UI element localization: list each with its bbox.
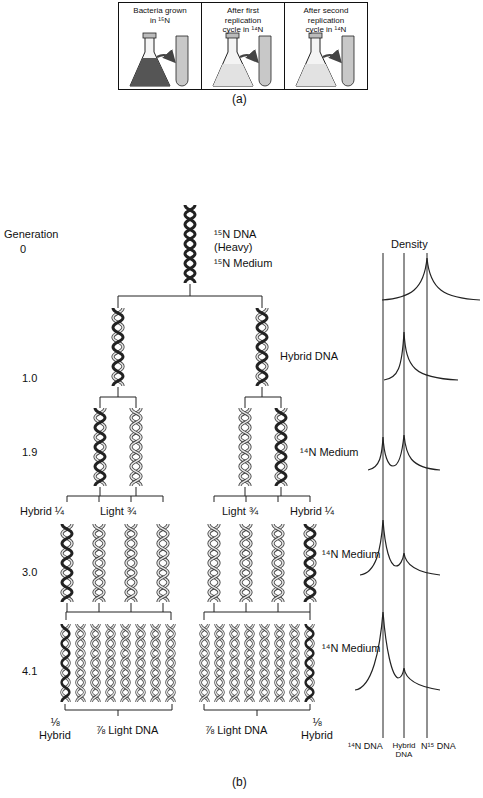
- axis-title: Density: [391, 238, 428, 251]
- light-dna: [92, 624, 100, 702]
- flask: [296, 37, 336, 86]
- hybrid-dna: [62, 624, 70, 702]
- density-curve: [360, 520, 440, 575]
- test-tube: [176, 36, 188, 86]
- light-dna: [231, 624, 239, 702]
- hybrid-dna: [113, 308, 123, 386]
- light-dna: [94, 524, 104, 602]
- light-dna: [201, 624, 209, 702]
- flask-set: [130, 33, 188, 86]
- generation-number: 1.9: [22, 446, 37, 459]
- fraction-label: ⅞ Light DNA: [205, 724, 267, 737]
- generation-number: 1.0: [22, 372, 37, 385]
- density-axis: [383, 253, 427, 738]
- light-dna: [137, 624, 145, 702]
- test-tube: [259, 36, 271, 86]
- light-dna: [246, 624, 254, 702]
- hybrid-dna: [276, 408, 286, 486]
- light-dna: [131, 408, 141, 486]
- medium-label: ¹⁴N Medium: [300, 446, 359, 459]
- band-label: N¹⁵ DNA: [421, 741, 456, 751]
- light-dna: [167, 624, 175, 702]
- fraction-label: Light ¾: [222, 505, 258, 518]
- flask-set: [296, 33, 354, 86]
- light-dna: [216, 624, 224, 702]
- heavy-dna: [185, 205, 195, 283]
- dna-label: Hybrid DNA: [280, 350, 338, 363]
- flask: [130, 37, 170, 86]
- pour-arrow: [323, 55, 339, 60]
- band-label: ¹⁴N DNA: [348, 741, 383, 751]
- fraction-label: Hybrid ¼: [20, 505, 64, 518]
- band-label: Hybrid DNA: [390, 741, 418, 759]
- dna-helices: [62, 205, 315, 702]
- light-dna: [77, 624, 85, 702]
- generation-number: 0: [20, 243, 26, 256]
- hybrid-dna: [257, 308, 267, 386]
- light-dna: [241, 524, 251, 602]
- test-tube: [342, 36, 354, 86]
- panel-caption: After second replication cycle in ¹⁴N: [285, 3, 367, 35]
- lineage-lines: [65, 284, 310, 716]
- flask: [213, 37, 253, 86]
- generation-number: 3.0: [22, 566, 37, 579]
- pour-arrow: [240, 55, 256, 60]
- fraction-label: ⅛ Hybrid: [298, 716, 336, 741]
- flask-liquid: [130, 58, 170, 86]
- panel-box: After second replication cycle in ¹⁴N: [284, 2, 368, 90]
- flask-liquid: [296, 64, 336, 86]
- medium-label: ¹⁴N Medium: [322, 548, 381, 561]
- panel-letter: (b): [232, 776, 247, 790]
- light-dna: [209, 524, 219, 602]
- hybrid-dna: [62, 524, 72, 602]
- flask-cap: [143, 33, 156, 38]
- density-curve: [368, 435, 440, 470]
- light-dna: [261, 624, 269, 702]
- fraction-label: Hybrid ¼: [290, 505, 334, 518]
- fraction-label: ⅛ Hybrid: [36, 716, 74, 741]
- hybrid-dna: [306, 624, 314, 702]
- panel-caption: Bacteria grown in ¹⁵N: [119, 3, 201, 25]
- light-dna: [152, 624, 160, 702]
- dna-label: ¹⁵N DNA (Heavy): [214, 228, 266, 253]
- panel-letter: (a): [232, 93, 247, 107]
- panel-caption: After first replication cycle in ¹⁴N: [202, 3, 284, 35]
- medium-label: ¹⁴N Medium: [322, 642, 381, 655]
- medium-label: ¹⁵N Medium: [214, 257, 272, 270]
- panel-box: Bacteria grown in ¹⁵N: [118, 2, 202, 90]
- hybrid-dna: [95, 408, 105, 486]
- generation-number: 4.1: [22, 665, 37, 678]
- density-plot: [355, 253, 480, 738]
- light-dna: [291, 624, 299, 702]
- hybrid-dna: [305, 524, 315, 602]
- light-dna: [126, 524, 136, 602]
- density-curve: [384, 332, 458, 380]
- fraction-label: ⅞ Light DNA: [96, 724, 158, 737]
- light-dna: [122, 624, 130, 702]
- flask-liquid: [213, 64, 253, 86]
- light-dna: [273, 524, 283, 602]
- density-curve: [382, 258, 480, 300]
- fraction-label: Light ¾: [100, 505, 136, 518]
- flask-set: [213, 33, 271, 86]
- light-dna: [107, 624, 115, 702]
- panel-box: After first replication cycle in ¹⁴N: [201, 2, 285, 90]
- axis-title: Generation: [4, 228, 58, 241]
- light-dna: [158, 524, 168, 602]
- light-dna: [276, 624, 284, 702]
- pour-arrow: [157, 55, 173, 60]
- light-dna: [240, 408, 250, 486]
